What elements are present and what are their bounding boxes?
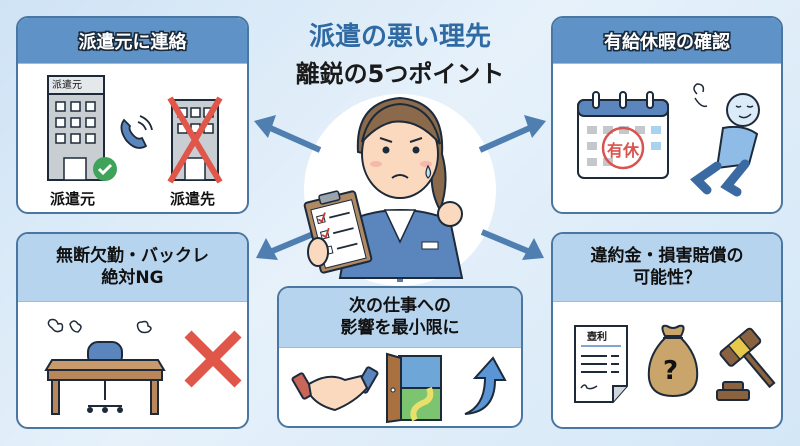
card-header: 無断欠勤・バックレ 絶対NG xyxy=(18,234,247,302)
worried-worker-illustration xyxy=(303,96,464,279)
relaxing-person-icon xyxy=(690,83,760,197)
header-line-1: 違約金・損害賠償の xyxy=(590,246,744,267)
leave-stamp: 有休 xyxy=(607,141,640,160)
building-sign: 派遣元 xyxy=(52,80,82,91)
building-icon xyxy=(167,96,223,184)
contract-title: 壺利 xyxy=(587,332,607,343)
handshake-icon xyxy=(291,366,379,412)
building-icon xyxy=(47,75,105,181)
card-header: 次の仕事への 影響を最小限に xyxy=(279,288,521,348)
card-no-ghosting: 無断欠勤・バックレ 絶対NG xyxy=(16,232,249,429)
card-header: 違約金・損害賠償の 可能性？ xyxy=(553,234,781,302)
card-penalty: 違約金・損害賠償の 可能性？ 壺利 ? xyxy=(551,232,783,429)
open-door-icon xyxy=(386,352,442,424)
empty-desk-icon xyxy=(44,318,166,415)
card-paid-leave: 有給休暇の確認 有休 xyxy=(551,16,783,214)
card-next-job: 次の仕事への 影響を最小限に xyxy=(277,286,523,428)
header-line-2: 絶対NG xyxy=(101,267,164,288)
gavel-icon xyxy=(716,327,776,401)
red-cross-icon xyxy=(184,330,242,388)
header-line-2: 可能性？ xyxy=(633,267,701,288)
header-line-1: 無断欠勤・バックレ xyxy=(56,246,209,267)
header-line-2: 影響を最小限に xyxy=(340,317,460,338)
main-title: 派遣の悪い理先 xyxy=(308,22,491,52)
card-contact-agency: 派遣元に連絡 派遣元 xyxy=(16,16,249,214)
card-header: 派遣元に連絡 xyxy=(18,18,247,64)
label-client: 派遣先 xyxy=(170,190,216,208)
header-line-1: 次の仕事への xyxy=(349,296,451,317)
phone-icon xyxy=(120,115,153,149)
check-icon xyxy=(93,157,117,181)
money-bag-icon xyxy=(647,324,699,398)
up-arrow-icon xyxy=(464,356,507,415)
label-agency: 派遣元 xyxy=(50,190,96,208)
sub-title: 離鋭の5つポイント xyxy=(295,60,505,88)
calendar-icon xyxy=(577,91,669,179)
card-header: 有給休暇の確認 xyxy=(553,18,781,64)
contract-icon xyxy=(574,325,628,403)
question-mark: ? xyxy=(663,356,679,386)
